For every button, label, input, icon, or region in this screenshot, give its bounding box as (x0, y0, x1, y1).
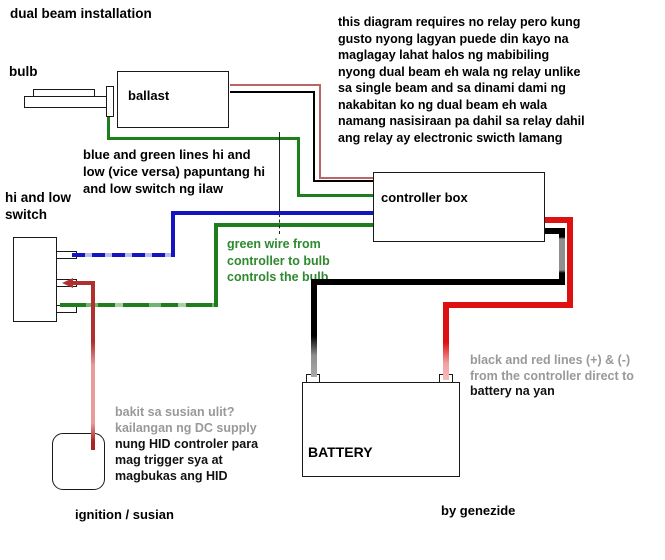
bulb-body (24, 96, 107, 108)
controller-label: controller box (381, 190, 468, 205)
green-wire-bulb-drop (107, 117, 110, 138)
ignition-supply-note-line: kailangan ng DC supply (115, 421, 257, 435)
hi-low-wires-note-line: low (vice versa) papuntang hi (83, 164, 266, 179)
relay-note-line: maglagay lahat halos ng mabibiling (338, 48, 550, 62)
switch-box (13, 237, 57, 322)
power-red-wire-across (443, 302, 573, 308)
green-wire-bulb-horizontal (107, 137, 300, 140)
ignition-label: ignition / susian (75, 507, 174, 522)
green-wire-note-line: controls the bulb (227, 270, 329, 284)
ignition-supply-note-line: mag trigger sya at (115, 453, 223, 467)
relay-note: this diagram requires no relay pero kung… (338, 14, 585, 146)
green-wire-switch-into-controller (214, 223, 373, 227)
ballast-black-wire-horizontal (230, 91, 315, 93)
relay-note-line: nyong dual beam eh wala ng relay unlike (338, 64, 581, 79)
hi-low-wires-note: blue and green lines hi and low (vice ve… (83, 146, 265, 197)
green-wire-bulb-into-controller (297, 194, 373, 197)
ignition-supply-note-line: nung HID controler para (115, 437, 259, 451)
hi-low-wires-note-line: blue and green lines hi and (83, 147, 251, 162)
battery-label: BATTERY (308, 444, 373, 460)
hi-low-wires-note-line: and low switch ng ilaw (83, 181, 224, 196)
ballast-label: ballast (128, 88, 170, 103)
relay-note-line: gusto nyong lagyan puede din kayo na (338, 31, 569, 46)
green-wire-note: green wire from controller to bulb contr… (227, 236, 330, 286)
battery-box (302, 382, 460, 477)
ignition-supply-note: bakit sa susian ulit? kailangan ng DC su… (115, 404, 258, 484)
green-wire-switch-riser (214, 223, 218, 307)
bulb-label: bulb (9, 64, 38, 79)
bulb-connector (106, 86, 114, 117)
annotation-leader-line-solid (279, 132, 280, 212)
credit-label: by genezide (441, 503, 516, 518)
power-black-wire-across (311, 279, 565, 285)
switch-label-line: switch (5, 207, 48, 222)
ballast-red-wire-into-controller (319, 177, 373, 179)
battery-wires-note-line: battery na yan (470, 384, 555, 398)
blue-wire-into-controller (171, 211, 373, 215)
ballast-black-wire-vertical (313, 91, 315, 182)
power-black-wire-down (559, 228, 565, 285)
blue-wire-switch-dashed (72, 253, 175, 257)
ignition-box (52, 433, 105, 490)
battery-wires-note: black and red lines (+) & (-) from the c… (470, 353, 634, 400)
ignition-supply-note-line: magbukas ang HID (115, 469, 228, 483)
green-wire-switch-horizontal (60, 303, 218, 307)
ignition-supply-note-line: bakit sa susian ulit? (115, 405, 235, 419)
red-wire-switch-horizontal (72, 281, 95, 285)
controller-box (373, 172, 545, 242)
ballast-black-wire-into-controller (313, 180, 373, 182)
green-wire-note-line: controller to bulb (227, 253, 330, 268)
relay-note-line: nakabitan ko ng dual beam eh wala (338, 97, 548, 112)
ballast-red-wire-vertical (319, 84, 321, 179)
green-wire-bulb-vertical (297, 137, 300, 197)
annotation-leader-line-dashed (279, 214, 280, 234)
red-wire-to-ignition (91, 281, 95, 450)
blue-wire-riser (171, 211, 175, 257)
switch-label-line: hi and low (5, 190, 71, 205)
switch-label: hi and low switch (5, 189, 71, 223)
ballast-red-wire-horizontal (230, 84, 321, 86)
relay-note-line: namang nasisiraan pa dahil sa relay dahi… (338, 114, 585, 128)
relay-note-line: ang relay ay electronic swicth lamang (338, 130, 563, 145)
battery-wires-note-line: from the controller direct to (470, 368, 634, 383)
red-wire-arrowhead-icon (62, 278, 73, 288)
power-red-wire-out (545, 217, 573, 223)
page-title: dual beam installation (10, 6, 152, 21)
relay-note-line: this diagram requires no relay pero kung (338, 15, 581, 29)
battery-wires-note-line: black and red lines (+) & (-) (470, 353, 631, 367)
ballast-box (117, 71, 229, 128)
power-red-wire-down (567, 217, 573, 308)
power-black-wire-to-battery (311, 279, 317, 377)
relay-note-line: sa single beam and sa dinami dami ng (338, 81, 566, 95)
power-red-wire-to-battery (443, 302, 449, 380)
green-wire-note-line: green wire from (227, 237, 321, 251)
power-black-wire-out (545, 228, 565, 234)
